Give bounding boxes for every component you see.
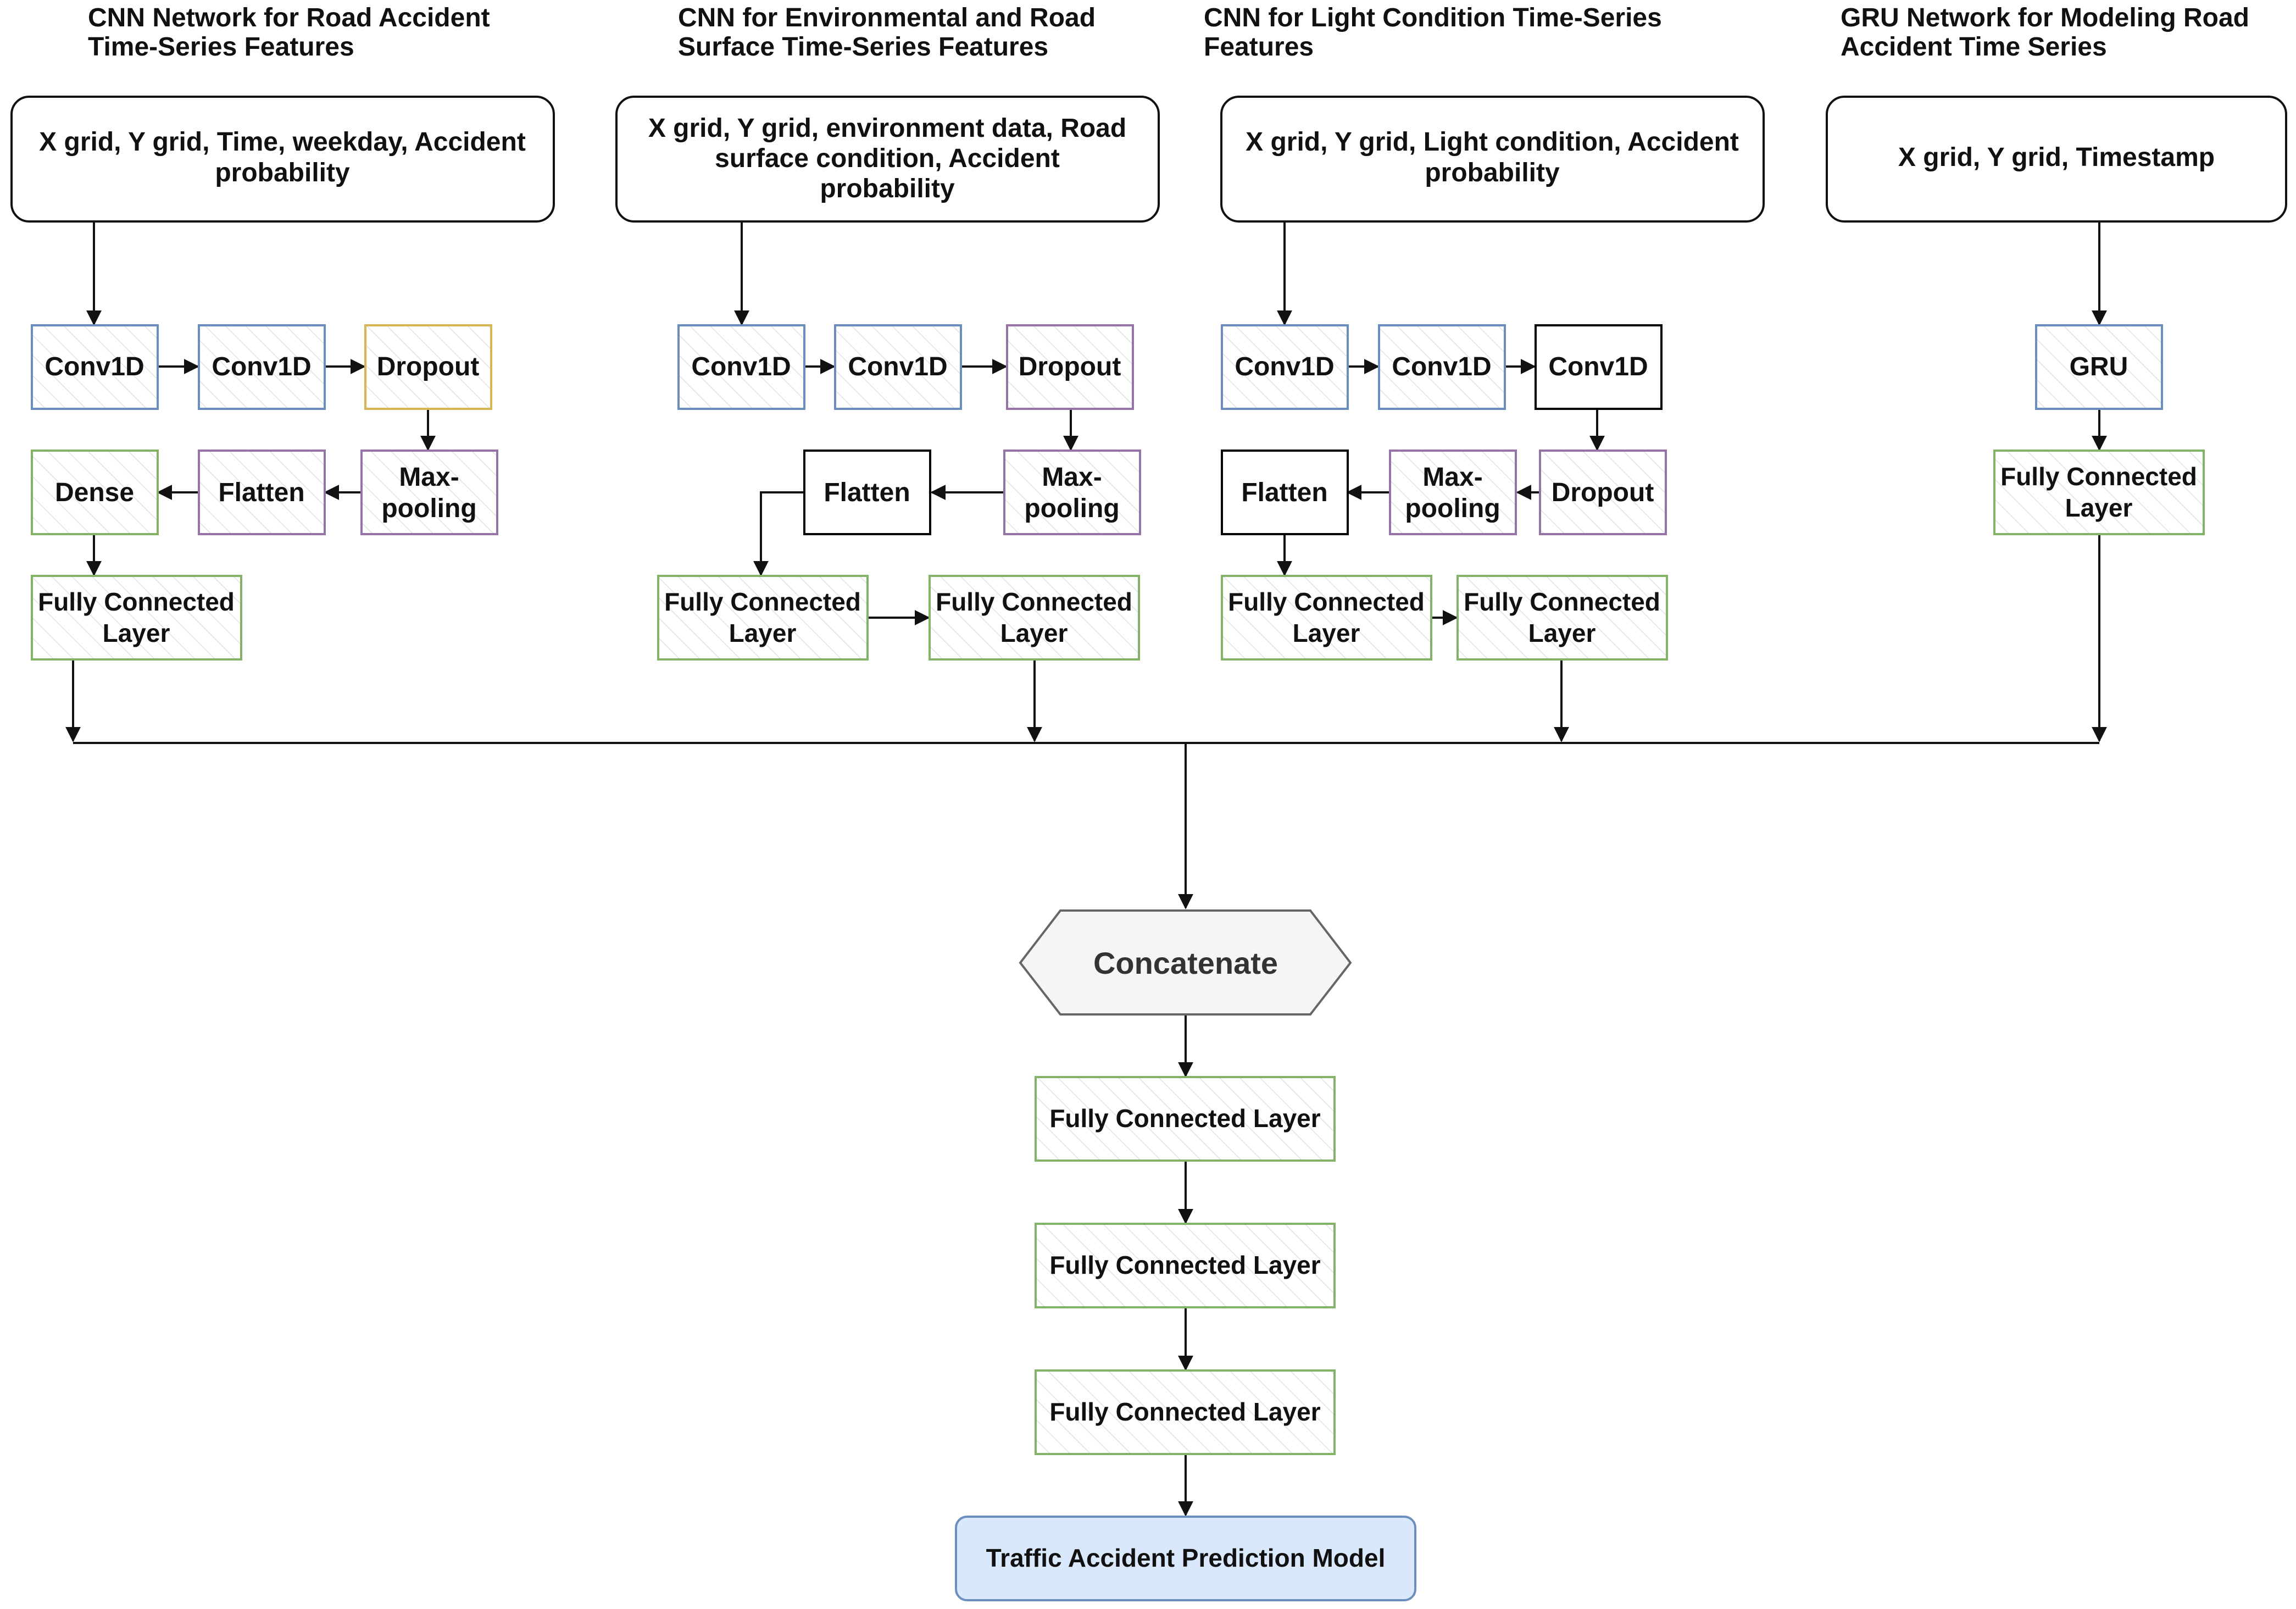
branch4-gru-label: GRU bbox=[2070, 352, 2128, 381]
branch3-fc2-label-line2: Layer bbox=[1528, 619, 1596, 647]
branch3-fully-connected-layer-1 bbox=[1221, 575, 1432, 661]
merge-trunk: Concatenate Fully Connected Layer Fully … bbox=[955, 909, 1416, 1601]
branch3-dropout bbox=[1539, 450, 1667, 535]
output-prediction-model bbox=[955, 1516, 1416, 1601]
branch4-input-label: X grid, Y grid, Timestamp bbox=[1898, 143, 2215, 172]
branch-road-accident-cnn: CNN Network for Road Accident Time-Serie… bbox=[10, 3, 555, 661]
branch4-fc-label-line2: Layer bbox=[2065, 493, 2133, 522]
branch-environment-road-surface-cnn: CNN for Environmental and Road Surface T… bbox=[615, 3, 1160, 661]
branch3-conv1d-2-label: Conv1D bbox=[1392, 352, 1491, 381]
branch4-title-line2: Accident Time Series bbox=[1841, 32, 2107, 62]
branch4-fully-connected-layer bbox=[1993, 450, 2205, 535]
branch1-flatten-label: Flatten bbox=[218, 478, 304, 507]
merge-fully-connected-layer-2 bbox=[1035, 1223, 1336, 1308]
branch4-fc-label-line1: Fully Connected bbox=[2000, 462, 2197, 491]
branch1-maxpooling-label-line2: pooling bbox=[381, 494, 476, 523]
branch1-dropout bbox=[364, 324, 492, 410]
branch4-title-line1: GRU Network for Modeling Road bbox=[1841, 3, 2249, 32]
branch3-fc1-label-line2: Layer bbox=[1293, 619, 1360, 647]
branch2-title-line2: Surface Time-Series Features bbox=[678, 32, 1048, 62]
branch1-conv1d-2-label: Conv1D bbox=[212, 352, 311, 381]
merge-fc1-label: Fully Connected Layer bbox=[1049, 1104, 1320, 1133]
branch3-maxpooling-label-line1: Max- bbox=[1422, 463, 1482, 492]
branch3-conv1d-3 bbox=[1535, 324, 1663, 410]
branch2-fc1-label-line2: Layer bbox=[729, 619, 797, 647]
edge-b2-flatten-fc1 bbox=[753, 491, 803, 576]
edges bbox=[65, 223, 2107, 1517]
branch2-conv1d-1 bbox=[677, 324, 805, 410]
branch3-conv1d-3-label: Conv1D bbox=[1548, 352, 1648, 381]
branch1-flatten bbox=[198, 450, 326, 535]
branch1-input-box bbox=[10, 96, 555, 223]
branch3-maxpooling bbox=[1389, 450, 1517, 535]
branch-gru-network: GRU Network for Modeling Road Accident T… bbox=[1826, 3, 2287, 535]
branch3-conv1d-1 bbox=[1221, 324, 1349, 410]
merge-fc2-label: Fully Connected Layer bbox=[1049, 1251, 1320, 1279]
branch2-fully-connected-layer-1 bbox=[657, 575, 869, 661]
branch2-input-line2: surface condition, Accident bbox=[715, 144, 1060, 173]
branch2-flatten bbox=[803, 450, 931, 535]
branch1-conv1d-1 bbox=[31, 324, 159, 410]
merge-fully-connected-layer-1 bbox=[1035, 1076, 1336, 1162]
branch1-fc-label-line2: Layer bbox=[103, 619, 170, 647]
branch2-input-line1: X grid, Y grid, environment data, Road bbox=[648, 114, 1126, 143]
branch1-maxpooling-label-line1: Max- bbox=[399, 463, 459, 492]
branch3-maxpooling-label-line2: pooling bbox=[1405, 494, 1500, 523]
branch2-dropout-label: Dropout bbox=[1019, 352, 1121, 381]
branch3-conv1d-2 bbox=[1378, 324, 1506, 410]
branch3-input-line2: probability bbox=[1425, 158, 1560, 187]
branch2-conv1d-1-label: Conv1D bbox=[691, 352, 791, 381]
branch2-fc1-label-line1: Fully Connected bbox=[664, 587, 861, 616]
branch3-title-line2: Features bbox=[1204, 32, 1314, 62]
merge-fully-connected-layer-3 bbox=[1035, 1369, 1336, 1455]
output-label: Traffic Accident Prediction Model bbox=[986, 1544, 1386, 1572]
branch3-input-box bbox=[1220, 96, 1765, 223]
branch3-input-line1: X grid, Y grid, Light condition, Acciden… bbox=[1246, 127, 1739, 157]
branch2-dropout bbox=[1006, 324, 1134, 410]
branch1-fc-label-line1: Fully Connected bbox=[38, 587, 235, 616]
branch1-title-line1: CNN Network for Road Accident bbox=[88, 3, 490, 32]
branch4-input-box bbox=[1826, 96, 2287, 223]
branch3-conv1d-1-label: Conv1D bbox=[1235, 352, 1334, 381]
branch2-maxpooling bbox=[1003, 450, 1141, 535]
branch2-fully-connected-layer-2 bbox=[929, 575, 1140, 661]
branch2-maxpooling-label-line2: pooling bbox=[1024, 494, 1119, 523]
branch2-conv1d-2 bbox=[834, 324, 962, 410]
concatenate-label: Concatenate bbox=[1093, 946, 1278, 980]
merge-fc3-label: Fully Connected Layer bbox=[1049, 1397, 1320, 1426]
branch3-dropout-label: Dropout bbox=[1552, 478, 1654, 507]
branch1-fully-connected-layer bbox=[31, 575, 242, 661]
branch4-gru bbox=[2035, 324, 2163, 410]
branch3-fc1-label-line1: Fully Connected bbox=[1228, 587, 1425, 616]
branch1-dense-label: Dense bbox=[55, 478, 134, 507]
branch1-maxpooling bbox=[360, 450, 498, 535]
branch1-conv1d-2 bbox=[198, 324, 326, 410]
branch-light-condition-cnn: CNN for Light Condition Time-Series Feat… bbox=[1204, 3, 1765, 661]
branch1-input-line1: X grid, Y grid, Time, weekday, Accident bbox=[39, 127, 526, 157]
branch2-input-line3: probability bbox=[820, 174, 955, 203]
branch2-maxpooling-label-line1: Max- bbox=[1042, 463, 1102, 492]
branch3-fully-connected-layer-2 bbox=[1456, 575, 1668, 661]
branch1-input-line2: probability bbox=[215, 158, 350, 187]
branch3-fc2-label-line1: Fully Connected bbox=[1464, 587, 1660, 616]
branch1-dense bbox=[31, 450, 159, 535]
branch2-title-line1: CNN for Environmental and Road bbox=[678, 3, 1096, 32]
branch2-fc2-label-line1: Fully Connected bbox=[936, 587, 1132, 616]
branch2-fc2-label-line2: Layer bbox=[1000, 619, 1068, 647]
branch2-flatten-label: Flatten bbox=[824, 478, 910, 507]
branch3-title-line1: CNN for Light Condition Time-Series bbox=[1204, 3, 1662, 32]
branch3-flatten-label: Flatten bbox=[1241, 478, 1327, 507]
branch2-input-box bbox=[615, 96, 1160, 223]
branch2-conv1d-2-label: Conv1D bbox=[848, 352, 947, 381]
concatenate-node bbox=[1019, 909, 1352, 1016]
branch3-flatten bbox=[1221, 450, 1349, 535]
branch1-title-line2: Time-Series Features bbox=[88, 32, 354, 62]
branch1-conv1d-1-label: Conv1D bbox=[45, 352, 144, 381]
branch1-dropout-label: Dropout bbox=[377, 352, 480, 381]
